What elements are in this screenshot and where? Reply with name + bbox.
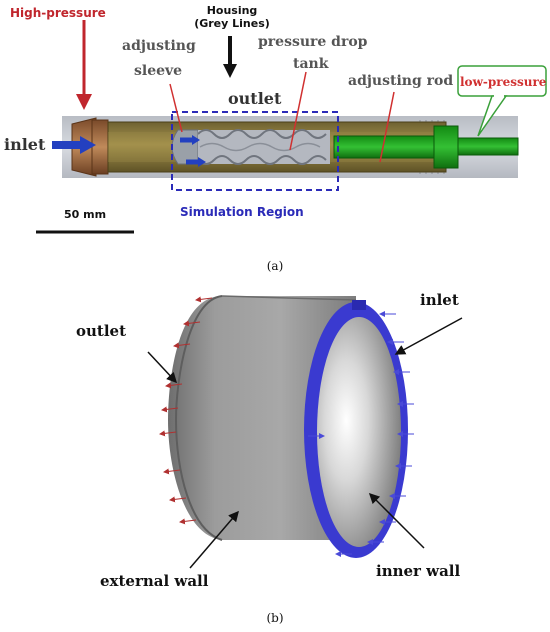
housing-arrow-head — [223, 64, 237, 78]
inlet-label-b: inlet — [420, 291, 459, 309]
flow-arrow-bottom-head — [198, 157, 206, 167]
inlet-arrow-head — [80, 136, 96, 154]
outlet-label: outlet — [228, 89, 282, 108]
outlet-arrows — [159, 296, 213, 525]
caption-b: (b) — [266, 611, 283, 625]
external-wall-pointer — [189, 510, 239, 569]
adjusting-rod-label: adjusting rod — [348, 73, 453, 89]
rod-shaft — [457, 137, 519, 156]
high-pressure-label: High-pressure — [10, 6, 106, 20]
inlet-face-notch — [352, 300, 366, 310]
housing-sublabel: (Grey Lines) — [194, 17, 270, 30]
adjusting-sleeve — [171, 129, 199, 165]
sleeve-pointer — [169, 83, 183, 133]
panel-b: outlet inlet external wall inner wall (b… — [76, 291, 463, 625]
simulation-region-box — [171, 111, 339, 191]
outlet-pointer — [147, 351, 178, 384]
adjusting-sleeve-sublabel: sleeve — [134, 63, 182, 79]
inlet-arrows — [308, 311, 414, 557]
external-wall-edge — [174, 295, 223, 541]
pressure-drop-label: pressure drop — [258, 34, 368, 50]
external-wall-label: external wall — [100, 572, 209, 590]
cylinder-top-edge — [221, 295, 357, 301]
caption-a: (a) — [267, 259, 284, 273]
adjusting-sleeve-label: adjusting — [122, 38, 196, 54]
inner-wall-label: inner wall — [376, 562, 461, 580]
inner-wall-pointer — [368, 492, 425, 549]
inlet-nut — [91, 119, 109, 175]
high-pressure-arrow-head — [76, 94, 92, 110]
tank-pointer — [289, 71, 307, 151]
low-pressure-label: low-pressure — [460, 75, 547, 89]
rod-pointer — [379, 91, 395, 163]
simulation-region-label: Simulation Region — [180, 205, 304, 219]
outlet-label-b: outlet — [76, 322, 126, 340]
housing-label: Housing — [207, 4, 258, 17]
inlet-label: inlet — [4, 135, 46, 154]
tank-wave-mid — [199, 142, 321, 152]
rod-nut — [433, 125, 459, 169]
inner-wall-surface — [317, 317, 401, 547]
pressure-drop-tank — [198, 130, 330, 164]
inlet-pointer — [394, 317, 463, 355]
pressure-drop-sublabel: tank — [293, 56, 329, 72]
scale-bar-label: 50 mm — [64, 208, 106, 221]
panel-a: High-pressure Housing (Grey Lines) adjus… — [4, 4, 547, 273]
tank-wave-bottom — [197, 155, 327, 165]
flow-arrow-top-head — [192, 135, 200, 145]
tank-wave-top — [197, 129, 327, 139]
